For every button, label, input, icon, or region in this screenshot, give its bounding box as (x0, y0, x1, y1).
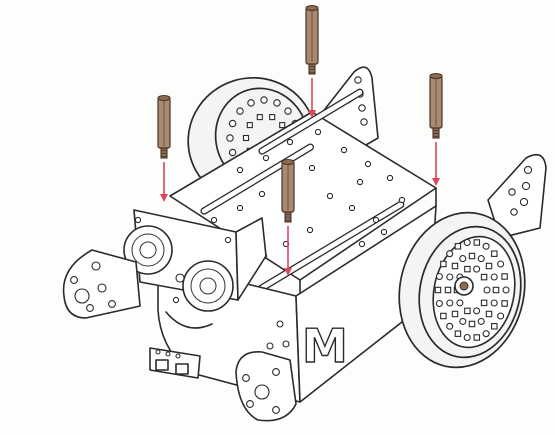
line-follower-module (149, 347, 201, 379)
chassis-logo-letter: M (302, 319, 348, 373)
placement-arrowhead (160, 194, 168, 202)
standoff-rear-left (157, 94, 171, 202)
placement-arrowhead (432, 178, 440, 186)
standoff-group (157, 4, 443, 276)
left-side-bracket (62, 249, 141, 319)
standoff-front-center (281, 158, 295, 276)
front-right-wheel (398, 211, 526, 369)
placement-arrowhead (308, 110, 316, 118)
standoff-rear-center (305, 4, 319, 118)
right-side-bracket (487, 153, 547, 239)
front-lower-bracket (235, 351, 297, 422)
standoff-rear-right (429, 72, 443, 186)
placement-arrowhead (284, 268, 292, 276)
ultrasonic-sensor (123, 209, 267, 329)
